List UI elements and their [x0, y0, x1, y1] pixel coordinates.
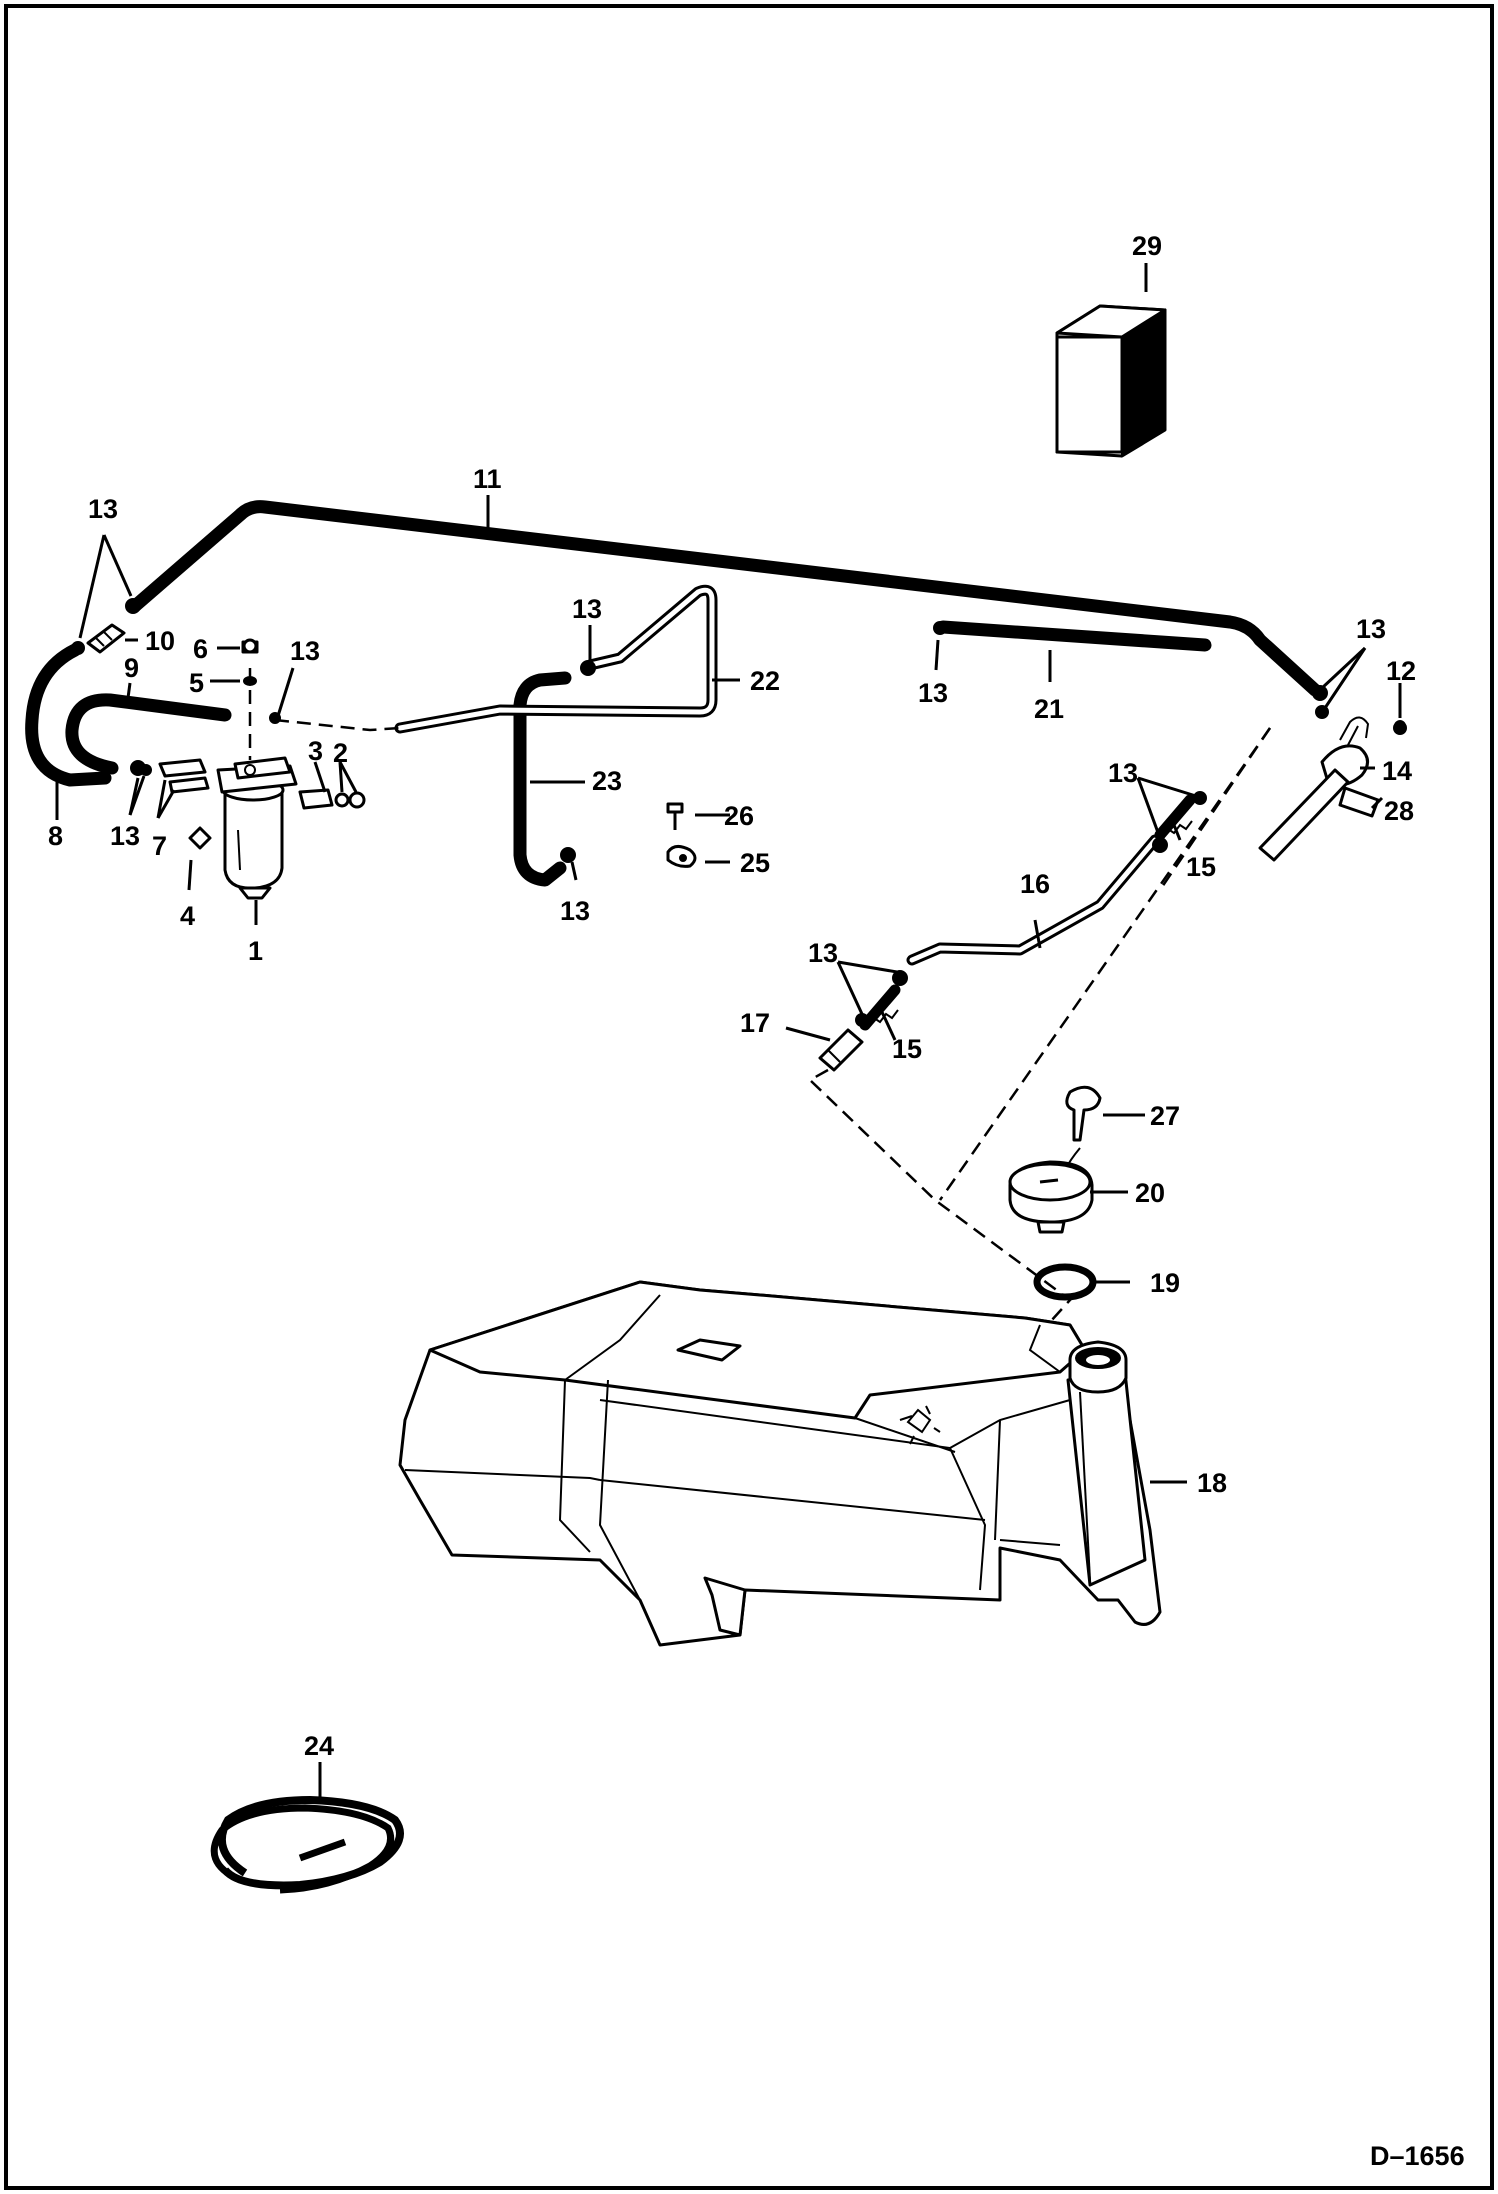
part-24-coiled-hose — [210, 1795, 404, 1894]
callout-13: 13 — [1108, 758, 1138, 788]
callout-20: 20 — [1135, 1178, 1165, 1208]
part-12-screw — [1394, 720, 1406, 732]
part-15-spring-lower — [859, 984, 901, 1031]
part-6-bolt — [241, 638, 259, 654]
part-18-fuel-tank — [398, 1280, 1162, 1647]
callout-28: 28 — [1384, 796, 1414, 826]
part-9-fuel-hose — [65, 693, 232, 775]
callout-3: 3 — [308, 736, 323, 766]
part-29-cartridge — [1055, 304, 1167, 458]
part-16-fuel-line — [906, 834, 1161, 966]
callout-15: 15 — [1186, 852, 1216, 882]
callout-14: 14 — [1382, 756, 1412, 786]
part-23-fuel-hose — [513, 671, 572, 887]
part-22-fuel-line — [394, 584, 718, 734]
callout-13: 13 — [1356, 614, 1386, 644]
leader-lines — [55, 263, 1402, 1800]
callout-8: 8 — [48, 821, 63, 851]
dashed-line-22-filter — [274, 718, 401, 732]
callout-26: 26 — [724, 801, 754, 831]
dashed-line-fitting-tank — [1158, 727, 1272, 891]
part-7-fittings — [140, 758, 210, 794]
callout-22: 22 — [750, 666, 780, 696]
callout-21: 21 — [1034, 694, 1064, 724]
callout-27: 27 — [1150, 1101, 1180, 1131]
callout-18: 18 — [1197, 1468, 1227, 1498]
part-10-fitting — [86, 623, 126, 654]
part-21-fuel-hose — [936, 620, 1212, 652]
callout-1: 1 — [248, 936, 263, 966]
part-1-fuel-filter — [216, 756, 298, 900]
part-28-pickup-tube — [1258, 768, 1380, 862]
part-15-spring-upper — [1154, 794, 1196, 841]
callout-15: 15 — [892, 1034, 922, 1064]
callout-19: 19 — [1150, 1268, 1180, 1298]
part-19-seal — [1033, 1263, 1097, 1301]
part-8-fuel-hose — [25, 643, 112, 787]
callout-labels: 29 11 13 10 6 5 13 9 8 13 7 3 2 4 1 13 2… — [48, 231, 1465, 2171]
callout-10: 10 — [145, 626, 175, 656]
callout-11: 11 — [473, 464, 502, 494]
part-20-fuel-cap — [1008, 1160, 1094, 1234]
callout-9: 9 — [124, 653, 139, 683]
callout-23: 23 — [592, 766, 622, 796]
callout-13: 13 — [572, 594, 602, 624]
callout-13: 13 — [110, 821, 140, 851]
diagram-frame — [4, 4, 1494, 2190]
drawing-number: D–1656 — [1370, 2141, 1465, 2171]
part-26-bolt — [666, 802, 684, 830]
callout-12: 12 — [1386, 656, 1416, 686]
callout-13: 13 — [808, 938, 838, 968]
callout-2: 2 — [333, 738, 348, 768]
callout-13: 13 — [290, 636, 320, 666]
callout-7: 7 — [152, 831, 167, 861]
part-17-fitting — [818, 1028, 864, 1072]
callout-25: 25 — [740, 848, 770, 878]
part-4-drain-plug — [188, 826, 212, 850]
callout-29: 29 — [1132, 231, 1162, 261]
part-2-3-fittings — [298, 788, 366, 810]
part-5-washer — [243, 676, 257, 686]
part-27-key — [1064, 1085, 1102, 1171]
callout-6: 6 — [193, 634, 208, 664]
callout-13: 13 — [88, 494, 118, 524]
callout-16: 16 — [1020, 869, 1050, 899]
callout-13: 13 — [918, 678, 948, 708]
part-25-clip — [666, 845, 697, 868]
callout-13: 13 — [560, 896, 590, 926]
callout-5: 5 — [189, 668, 204, 698]
callout-24: 24 — [304, 1731, 334, 1761]
part-11-fuel-hose — [128, 500, 1322, 697]
callout-17: 17 — [740, 1008, 770, 1038]
callout-4: 4 — [180, 901, 195, 931]
